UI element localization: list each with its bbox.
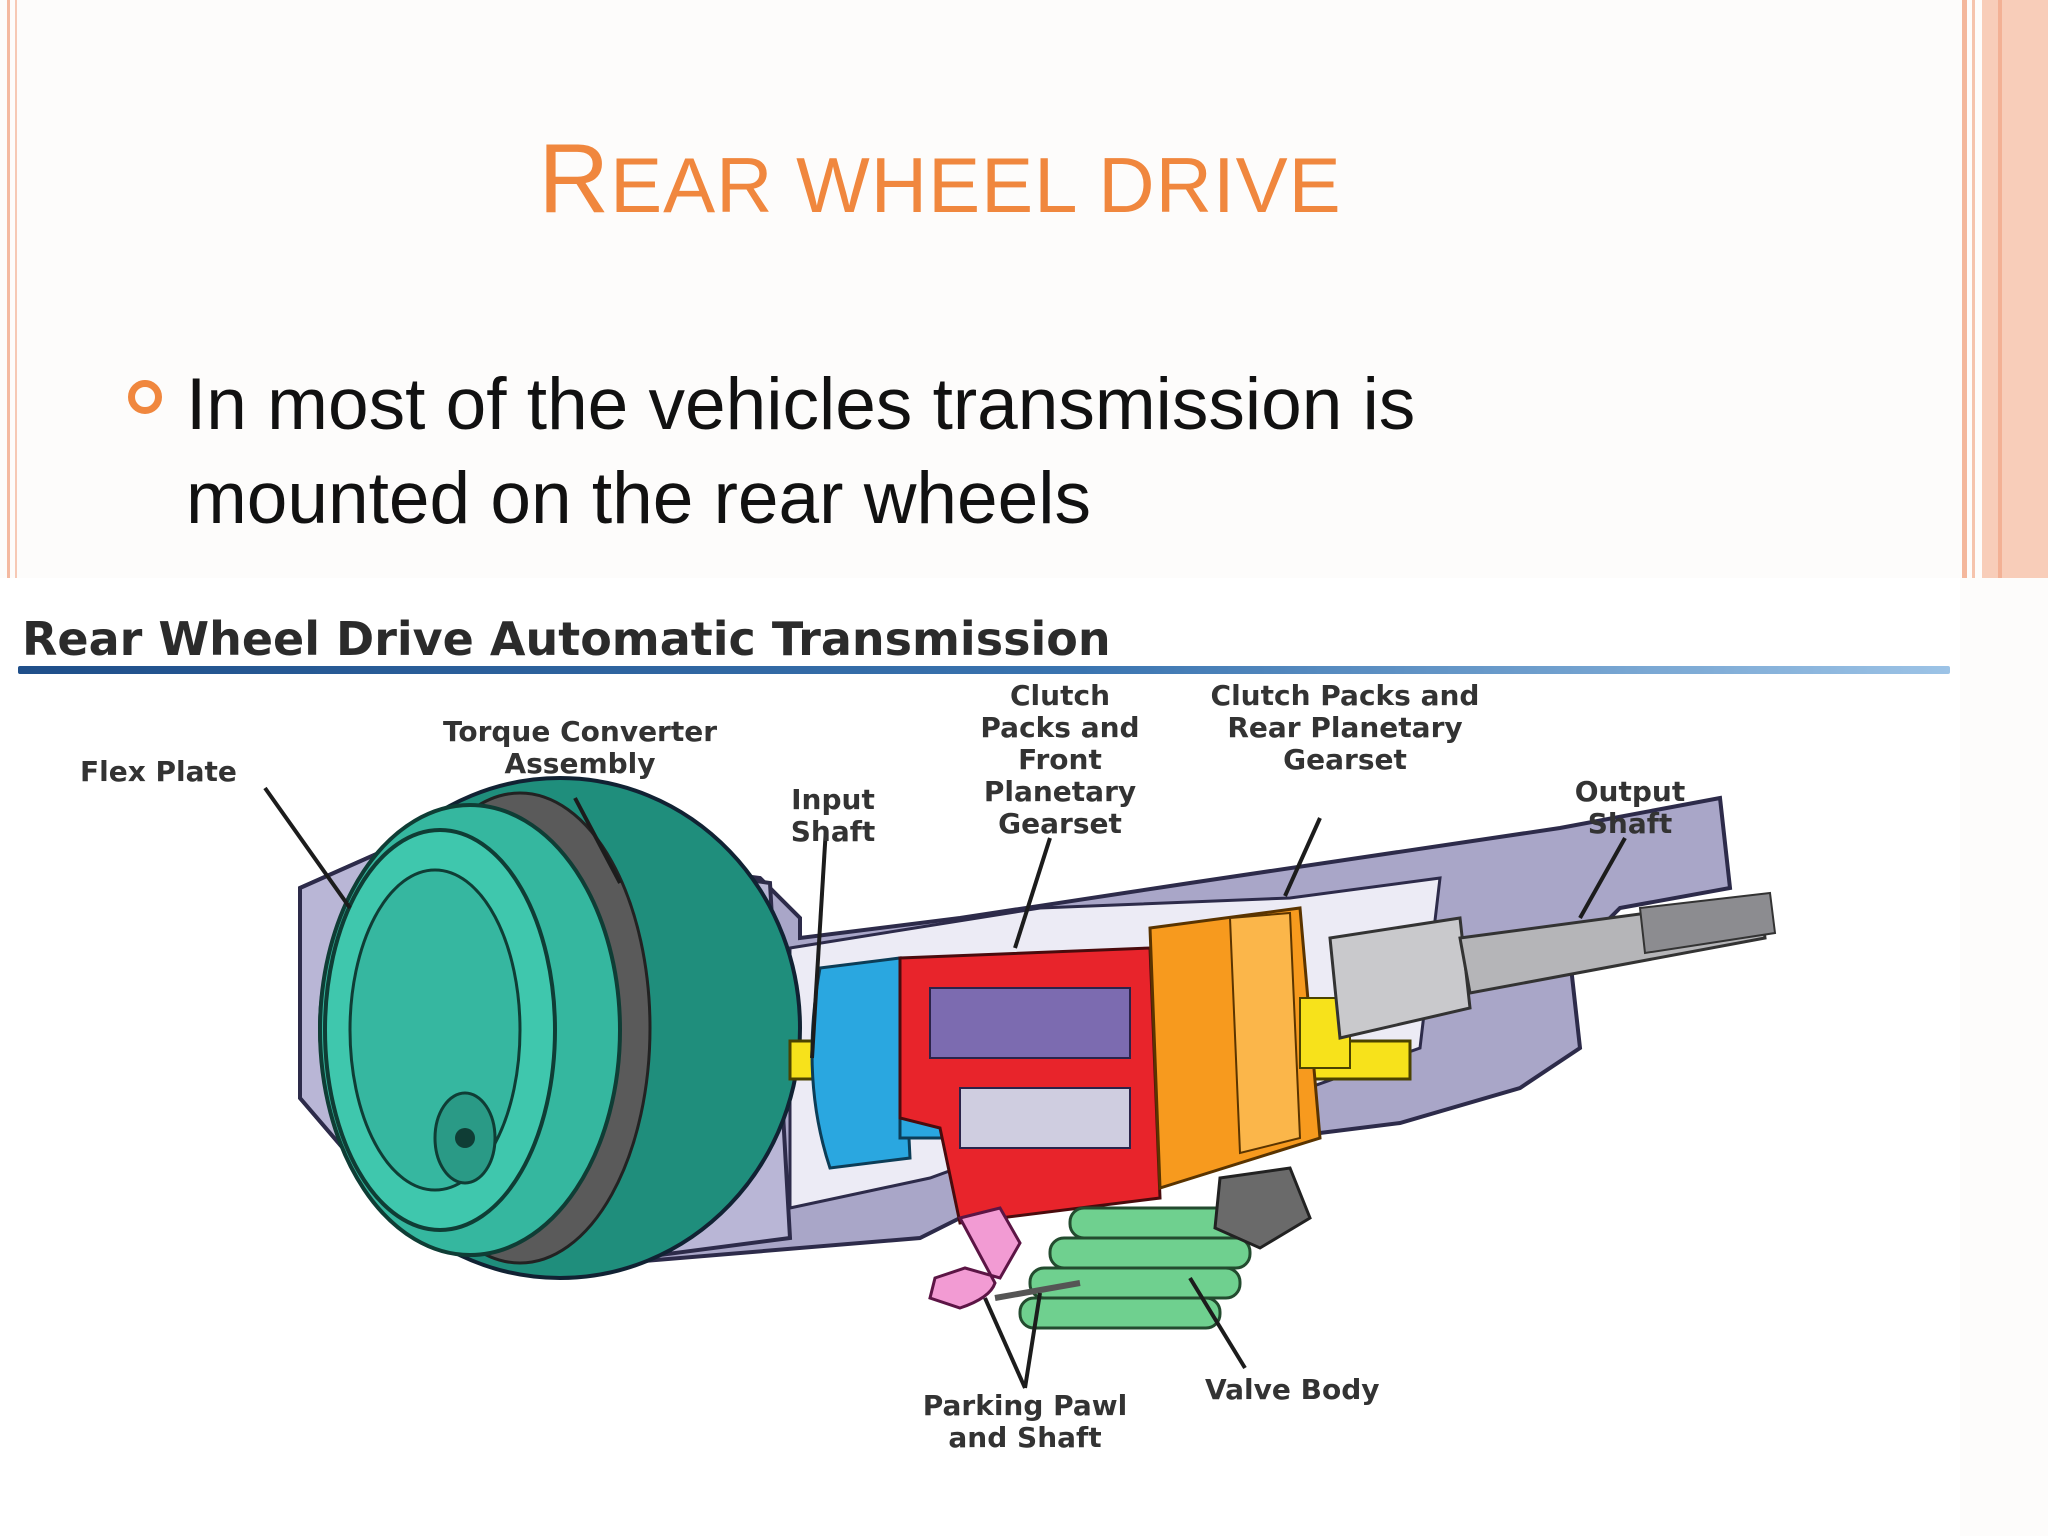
transmission-figure: Rear Wheel Drive Automatic Transmission	[0, 578, 1960, 1536]
slide-title: REAR WHEEL DRIVE	[0, 122, 1880, 235]
label-valve-body: Valve Body	[1205, 1373, 1380, 1406]
bullet-text: In most of the vehicles transmission is …	[186, 364, 1416, 539]
label-front-clutch: Clutch Packs and Front Planetary Gearset	[980, 679, 1140, 840]
figure-heading-rule	[18, 666, 1950, 674]
parking-pawl	[928, 1206, 1022, 1310]
blue-drum	[810, 956, 912, 1170]
label-output-shaft: Output Shaft	[1574, 775, 1686, 840]
right-border-band	[1962, 0, 2048, 578]
hub-bolt-icon	[455, 1128, 475, 1148]
label-input-shaft: Input Shaft	[790, 783, 876, 848]
title-rest: EAR WHEEL DRIVE	[610, 141, 1342, 229]
label-torque-converter: Torque Converter Assembly	[442, 715, 718, 780]
label-parking-pawl: Parking Pawl and Shaft	[922, 1389, 1128, 1454]
transmission-cutaway-diagram	[263, 776, 1777, 1389]
left-border-line-inner	[15, 0, 17, 578]
valve-body	[1018, 1206, 1262, 1330]
output-housing	[1328, 916, 1472, 1040]
left-border-line	[7, 0, 10, 578]
figure-heading: Rear Wheel Drive Automatic Transmission	[22, 612, 1111, 666]
bullet-ring-icon	[128, 380, 162, 414]
front-planetary	[959, 1087, 1131, 1149]
title-initial: R	[538, 123, 611, 233]
valve-body-actuator	[1213, 1166, 1312, 1250]
front-clutch-plates	[929, 987, 1131, 1059]
leader-lines	[263, 786, 1627, 1389]
label-rear-clutch: Clutch Packs and Rear Planetary Gearset	[1210, 679, 1480, 776]
label-flex-plate: Flex Plate	[80, 755, 237, 788]
output-shaft-splines	[1638, 891, 1777, 955]
rear-clutch-pack-b	[1228, 911, 1302, 1155]
parking-pawl-shaft	[994, 1280, 1081, 1301]
